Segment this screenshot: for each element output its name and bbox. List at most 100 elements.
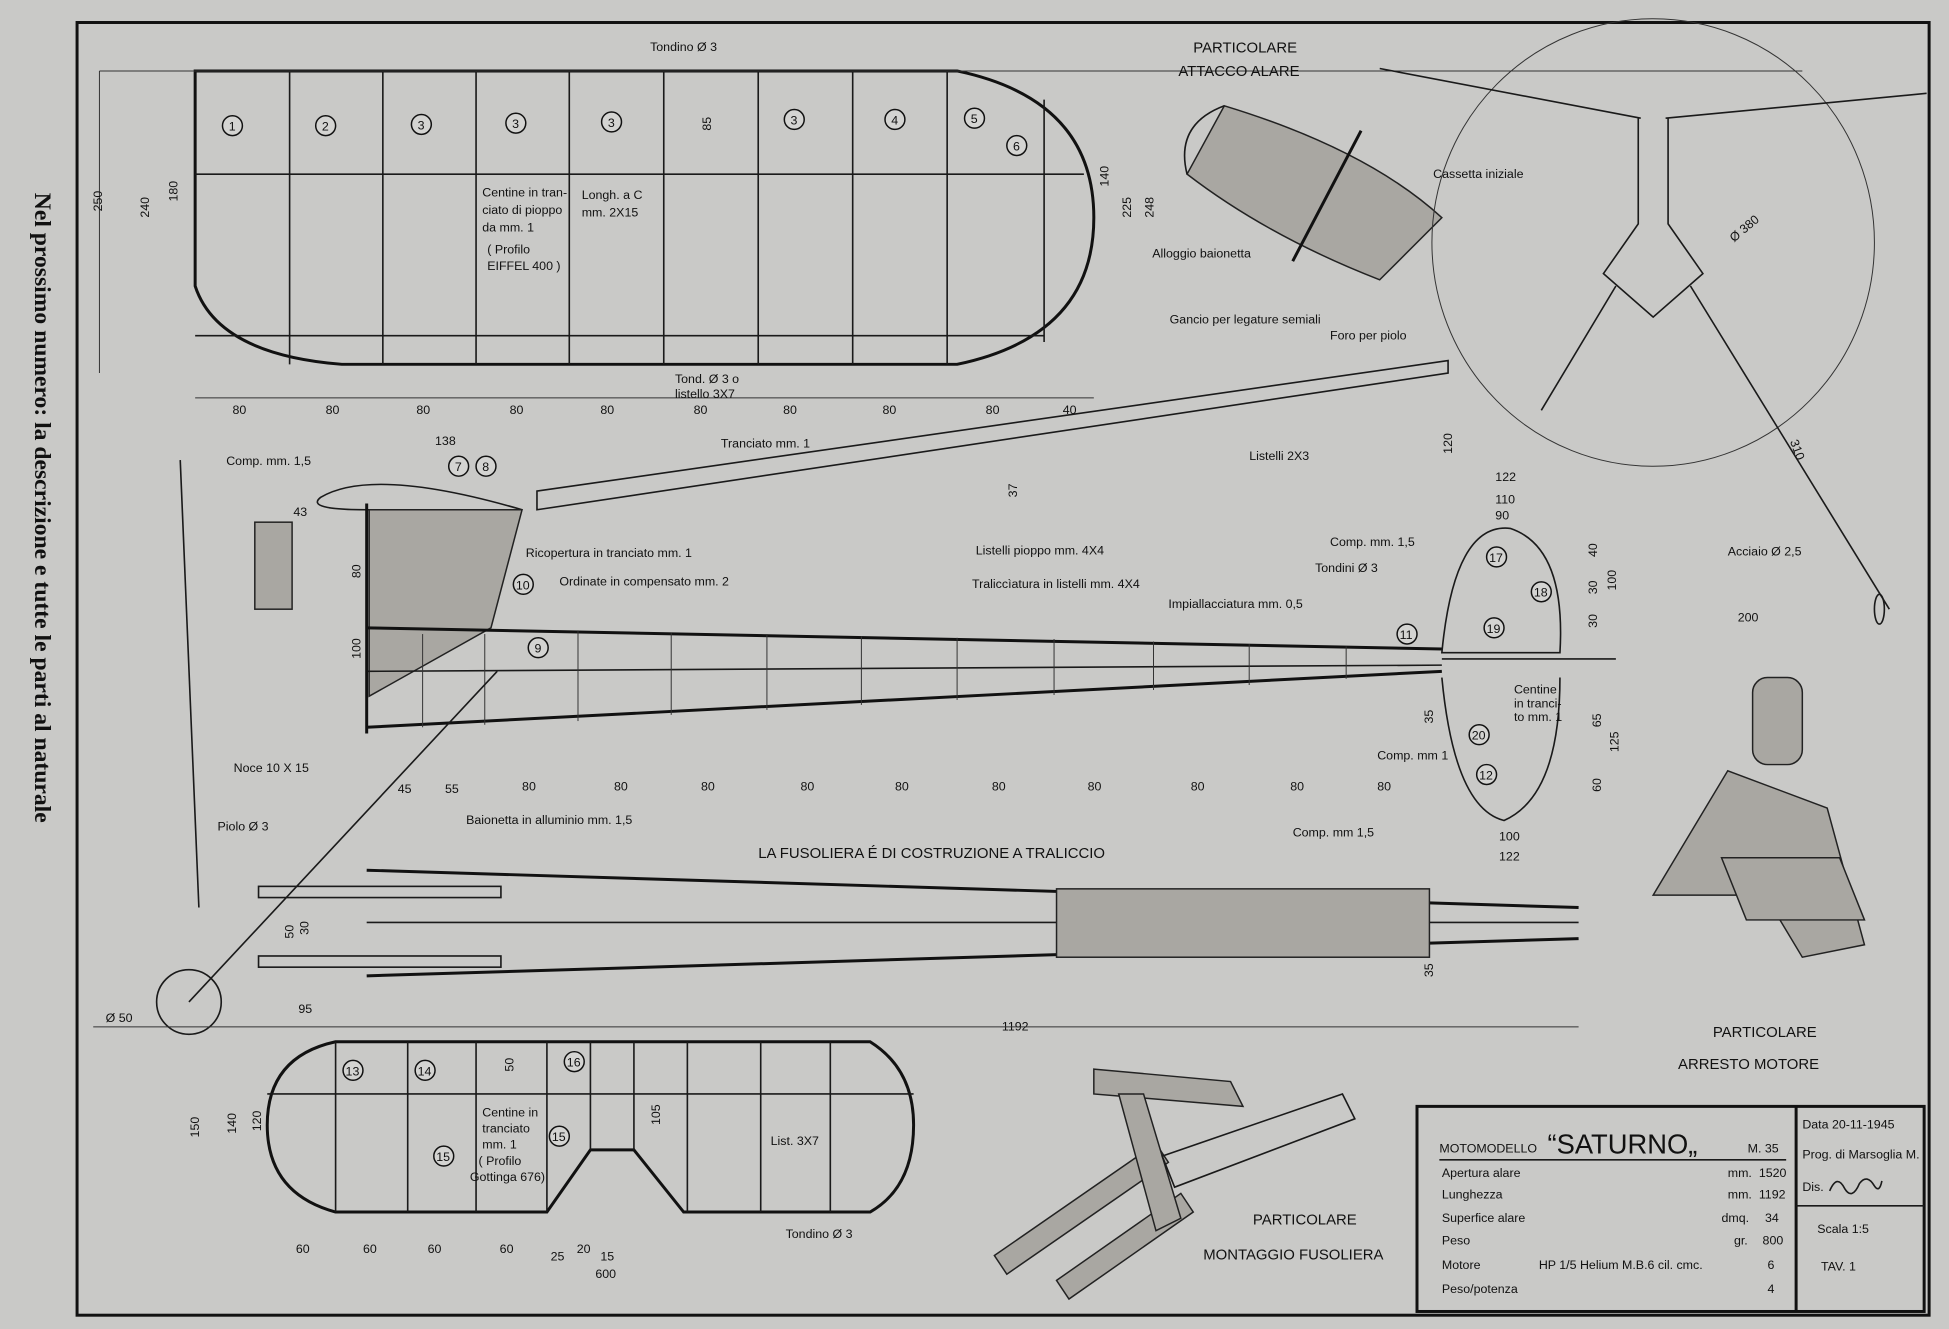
- dimension-label: 13: [346, 1064, 360, 1078]
- label-attacco-alare: ATTACCO ALARE: [1178, 64, 1299, 80]
- dimension-label: 800: [1763, 1233, 1784, 1247]
- dimension-label: 80: [800, 780, 814, 794]
- dimension-label: 25: [551, 1250, 565, 1264]
- label-centine: ( Profilo: [487, 243, 530, 257]
- dimension-label: 80: [349, 564, 363, 578]
- detail-wing-mount: PARTICOLARE ATTACCO ALARE Cassetta inizi…: [1152, 40, 1523, 342]
- dimension-label: 100: [349, 638, 363, 659]
- dimension-label: 19: [1487, 622, 1501, 636]
- dimension-label: 6: [1013, 140, 1020, 154]
- dimension-label: 30: [1586, 614, 1600, 628]
- dimension-label: 3: [418, 118, 425, 132]
- label-montaggio-fusoliera: MONTAGGIO FUSOLIERA: [1203, 1247, 1383, 1263]
- label-cassetta: Cassetta iniziale: [1433, 167, 1523, 181]
- dimension-label: 7: [455, 460, 462, 474]
- dimension-label: 16: [567, 1056, 581, 1070]
- sheet-number: TAV. 1: [1821, 1259, 1856, 1273]
- dimension-label: 80: [510, 403, 524, 417]
- label-listelli-2x3: Listelli 2X3: [1249, 449, 1309, 463]
- dimension-label: Ø 50: [106, 1011, 133, 1025]
- sheet-frame: [75, 21, 1931, 1317]
- dimension-label: 60: [428, 1242, 442, 1256]
- label-longherone: Longh. a C: [582, 188, 643, 202]
- dimension-label: Superfice alare: [1442, 1211, 1526, 1225]
- draftsman-signature: [1828, 1178, 1883, 1195]
- label-tondino: Tondino Ø 3: [786, 1227, 853, 1241]
- dimension-label: 1520: [1759, 1166, 1787, 1180]
- dimension-label: 80: [1377, 780, 1391, 794]
- drawing-scale: Scala 1:5: [1817, 1222, 1869, 1236]
- wing-plan: Tondino Ø 3 Centine in tran- ciato di pi…: [91, 40, 1803, 417]
- dimension-label: 105: [649, 1104, 663, 1125]
- side-note: Nel prossimo numero: la descrizione e tu…: [29, 193, 55, 823]
- dimension-label: 11: [1400, 628, 1413, 642]
- dimension-label: 225: [1120, 197, 1134, 218]
- label-impiallacciatura: Impiallacciatura mm. 0,5: [1168, 597, 1303, 611]
- dimension-label: 40: [1586, 543, 1600, 557]
- dimension-label: 15: [552, 1130, 566, 1144]
- label-comp: Comp. mm 1,5: [1293, 826, 1374, 840]
- label-particolare: PARTICOLARE: [1253, 1212, 1357, 1228]
- dimension-label: 80: [326, 403, 340, 417]
- label-tondini: Tondini Ø 3: [1315, 561, 1378, 575]
- label-centine: Centine: [1514, 683, 1557, 697]
- dimension-label: 140: [225, 1113, 239, 1134]
- dimension-label: 65: [1590, 713, 1604, 727]
- dimension-label: 14: [418, 1064, 432, 1078]
- label-comp: Comp. mm 1: [1377, 749, 1448, 763]
- dimension-label: 200: [1738, 611, 1759, 625]
- dimension-label: 1192: [1759, 1187, 1786, 1201]
- label-centine: Gottinga 676): [470, 1170, 545, 1184]
- label-foro: Foro per piolo: [1330, 328, 1407, 342]
- dimension-label: 80: [600, 403, 614, 417]
- dimension-label: 43: [293, 505, 307, 519]
- dimension-label: 310: [1787, 438, 1807, 462]
- label-centine: Centine in tran-: [482, 186, 567, 200]
- dimension-label: 9: [534, 642, 541, 656]
- dimension-label: 60: [296, 1242, 310, 1256]
- dimension-label: 15: [436, 1150, 450, 1164]
- dimension-label: Peso/potenza: [1442, 1282, 1518, 1296]
- label-centine: EIFFEL 400 ): [487, 259, 560, 273]
- dimension-label: 60: [1590, 778, 1604, 792]
- dimension-label: 80: [883, 403, 897, 417]
- label-centine: tranciato: [482, 1121, 530, 1135]
- title-block: MOTOMODELLO “SATURNO„ M. 35 Apertura ala…: [1415, 1104, 1926, 1313]
- wing-height-dims: 250 240 180 85 140 225 248: [91, 117, 1157, 218]
- dimension-label: 80: [992, 780, 1006, 794]
- title-prefix: MOTOMODELLO: [1439, 1141, 1537, 1155]
- dimension-label: 250: [91, 191, 105, 212]
- dimension-label: 3: [791, 113, 798, 127]
- dimension-label: 55: [445, 782, 459, 796]
- label-centine: to mm. 1: [1514, 710, 1562, 724]
- dimension-label: 80: [783, 403, 797, 417]
- label-tranciato: Tranciato mm. 1: [721, 437, 810, 451]
- dimension-label: 12: [1479, 768, 1493, 782]
- dimension-label: 85: [700, 117, 714, 131]
- dimension-label: 95: [298, 1002, 312, 1016]
- draftsman-label: Dis.: [1802, 1180, 1823, 1194]
- dimension-label: 30: [1586, 580, 1600, 594]
- dimension-label: 80: [895, 780, 909, 794]
- dimension-label: 248: [1142, 197, 1156, 218]
- fuselage-part-numbers: 7 8 9 10 11: [447, 455, 1418, 659]
- dimension-label: 80: [701, 780, 715, 794]
- label-tondino: Tondino Ø 3: [650, 40, 717, 54]
- dimension-label: Motore: [1442, 1258, 1481, 1272]
- dimension-label: 2: [322, 120, 329, 134]
- dimension-label: 18: [1534, 586, 1548, 600]
- label-ricopertura: Ricopertura in tranciato mm. 1: [526, 546, 692, 560]
- fuselage-spacing-dims: 45 55 80 80 80 80 80 80 80 80 80 80: [398, 780, 1391, 796]
- dimension-label: 3: [608, 116, 615, 130]
- label-traliccio: Traliccìatura in listelli mm. 4X4: [972, 577, 1140, 591]
- dimension-label: 20: [577, 1242, 591, 1256]
- dimension-label: 4: [1768, 1282, 1775, 1296]
- label-longherone: mm. 2X15: [582, 205, 639, 219]
- dimension-label: 100: [1499, 829, 1520, 843]
- dimension-label: Peso: [1442, 1233, 1470, 1247]
- fuselage-caption: LA FUSOLIERA É DI COSTRUZIONE A TRALICCI…: [758, 845, 1105, 862]
- dimension-label: 120: [250, 1110, 264, 1131]
- label-centine: Centine in: [482, 1105, 538, 1119]
- dimension-label: 80: [694, 403, 708, 417]
